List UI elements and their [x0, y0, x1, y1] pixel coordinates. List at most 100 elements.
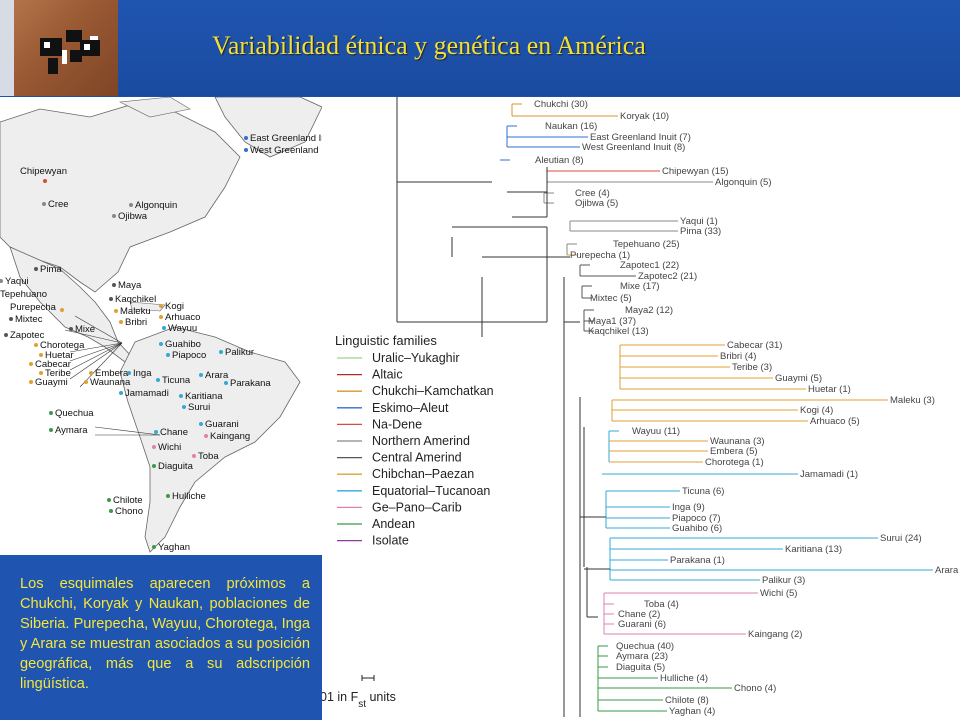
- tree-label: Yaqui (1): [680, 216, 718, 227]
- map-connector: [69, 342, 123, 362]
- map-population-dot: [119, 391, 123, 395]
- tree-label: Algonquin (5): [715, 177, 772, 188]
- map-population-dot: [109, 297, 113, 301]
- tree-label: Bribri (4): [720, 351, 756, 362]
- map-connector: [69, 342, 123, 380]
- map-population-dot: [154, 430, 158, 434]
- tree-label: Pima (33): [680, 226, 721, 237]
- map-population-dot: [244, 148, 248, 152]
- map-label: Teribe: [45, 368, 71, 379]
- map-label: Cree: [48, 199, 69, 210]
- map-label: Chorotega: [40, 340, 85, 351]
- tree-label: Wichi (5): [760, 588, 797, 599]
- map-population-dot: [114, 309, 118, 313]
- map-population-dot: [199, 373, 203, 377]
- map-label: Purepecha: [10, 302, 57, 313]
- tree-label: Arhuaco (5): [810, 416, 860, 427]
- map-label: Tepehuano: [0, 289, 47, 300]
- map-label: Diaguita: [158, 461, 194, 472]
- legend-item: Isolate: [372, 534, 409, 548]
- map-population-dot: [159, 342, 163, 346]
- legend-item: Northern Amerind: [372, 434, 470, 448]
- map-population-dot: [4, 333, 8, 337]
- map-label: Guaymi: [35, 377, 68, 388]
- logo-stripe: [0, 0, 14, 96]
- map-population-dot: [156, 378, 160, 382]
- map-population-dot: [224, 381, 228, 385]
- map-connector: [64, 329, 123, 344]
- map-population-dot: [129, 203, 133, 207]
- map-population-dot: [9, 317, 13, 321]
- map-label: Chilote: [113, 495, 143, 506]
- caribbean-island: [129, 301, 166, 312]
- map-label: Parakana: [230, 378, 271, 389]
- tree-label: Maya2 (12): [625, 305, 673, 316]
- map-population-dot: [219, 350, 223, 354]
- map-label: Mixtec: [15, 314, 43, 325]
- tree-label: Guaymi (5): [775, 373, 822, 384]
- map-population-dot: [34, 343, 38, 347]
- map-population-dot: [152, 445, 156, 449]
- map-label: Guarani: [205, 419, 239, 430]
- map-population-dot: [192, 454, 196, 458]
- map-population-dot: [182, 405, 186, 409]
- tree-label: Zapotec2 (21): [638, 271, 697, 282]
- map-population-dot: [34, 267, 38, 271]
- map-connector: [69, 342, 123, 371]
- map-population-dot: [49, 411, 53, 415]
- tree-label: Piapoco (7): [672, 513, 721, 524]
- map-label: Chane: [160, 427, 188, 438]
- tree-label: Hulliche (4): [660, 673, 708, 684]
- caption-box: Los esquimales aparecen próximos a Chukc…: [0, 555, 322, 720]
- tree-label: Cree (4): [575, 188, 610, 199]
- page-title: Variabilidad étnica y genética en Améric…: [212, 31, 646, 60]
- tree-label: Maleku (3): [890, 395, 935, 406]
- map-label: Pima: [40, 264, 62, 275]
- tree-label: Palikur (3): [762, 575, 805, 586]
- tree-label: Yaghan (4): [669, 706, 715, 717]
- map-label: Ojibwa: [118, 211, 148, 222]
- legend-item: Chukchi–Kamchatkan: [372, 384, 494, 398]
- tree-label: Jamamadi (1): [800, 469, 858, 480]
- map-population-dot: [42, 202, 46, 206]
- tree-label: Cabecar (31): [727, 340, 782, 351]
- tree-label: Tepehuano (25): [613, 239, 680, 250]
- tree-label: Parakana (1): [670, 555, 725, 566]
- tree-label: Ojibwa (5): [575, 198, 618, 209]
- map-connector: [69, 342, 123, 353]
- tree-label: Huetar (1): [808, 384, 851, 395]
- map-population-dot: [152, 545, 156, 549]
- map-label: Palikur: [225, 347, 254, 358]
- tree-label: West Greenland Inuit (8): [582, 142, 685, 153]
- map-label: Hulliche: [172, 491, 206, 502]
- map-population-dot: [159, 304, 163, 308]
- tree-label: Guahibo (6): [672, 523, 722, 534]
- tree-label: Zapotec1 (22): [620, 260, 679, 271]
- map-label: Chono: [115, 506, 143, 517]
- tree-label: Chono (4): [734, 683, 776, 694]
- map-label: Algonquin: [135, 200, 177, 211]
- map-population-dot: [152, 464, 156, 468]
- map-population-dot: [112, 283, 116, 287]
- map-population-dot: [162, 326, 166, 330]
- legend-item: Chibchan–Paezan: [372, 467, 474, 481]
- tree-label: Chane (2): [618, 609, 660, 620]
- map-population-dot: [109, 509, 113, 513]
- tree-label: Arara (1): [935, 565, 960, 576]
- map-label: Karitiana: [185, 391, 223, 402]
- tree-label: Chukchi (30): [534, 99, 588, 110]
- tree-label: Kaqchikel (13): [588, 326, 649, 337]
- map-population-dot: [179, 394, 183, 398]
- caption-text: Los esquimales aparecen próximos a Chukc…: [20, 576, 310, 692]
- arctic-island: [118, 97, 191, 118]
- map-population-dot: [84, 380, 88, 384]
- map-population-dot: [60, 308, 64, 312]
- map-population-dot: [119, 320, 123, 324]
- map-label: Wichi: [158, 442, 181, 453]
- map-population-dot: [0, 279, 3, 283]
- map-label: Arhuaco: [165, 312, 200, 323]
- map-population-dot: [29, 362, 33, 366]
- legend-item: Na-Dene: [372, 417, 422, 431]
- map-population-dot: [204, 434, 208, 438]
